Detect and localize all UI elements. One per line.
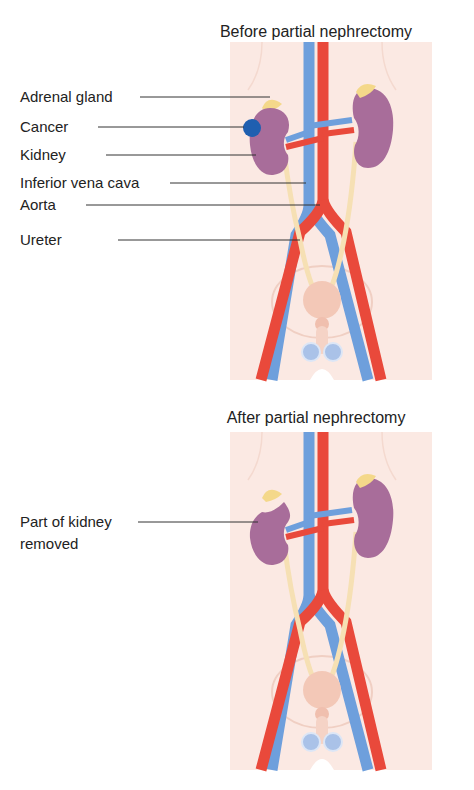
part-label: Ureter: [20, 229, 160, 251]
part-label: Cancer: [20, 116, 160, 138]
partial-kidney-shape: [250, 502, 290, 565]
leader-lines: [86, 97, 320, 522]
part-label: Inferior vena cava: [20, 172, 180, 194]
kidney-shape: [250, 108, 289, 175]
panel-title: After partial nephrectomy: [186, 407, 446, 429]
panel-title: Before partial nephrectomy: [186, 21, 446, 43]
cancer-shape: [243, 119, 261, 137]
part-label: Aorta: [20, 194, 160, 216]
part-label: Adrenal gland: [20, 86, 160, 108]
part-label: Kidney: [20, 144, 160, 166]
body-after: [230, 432, 432, 770]
part-label: Part of kidney removed: [20, 511, 138, 555]
body-before: [230, 42, 432, 380]
